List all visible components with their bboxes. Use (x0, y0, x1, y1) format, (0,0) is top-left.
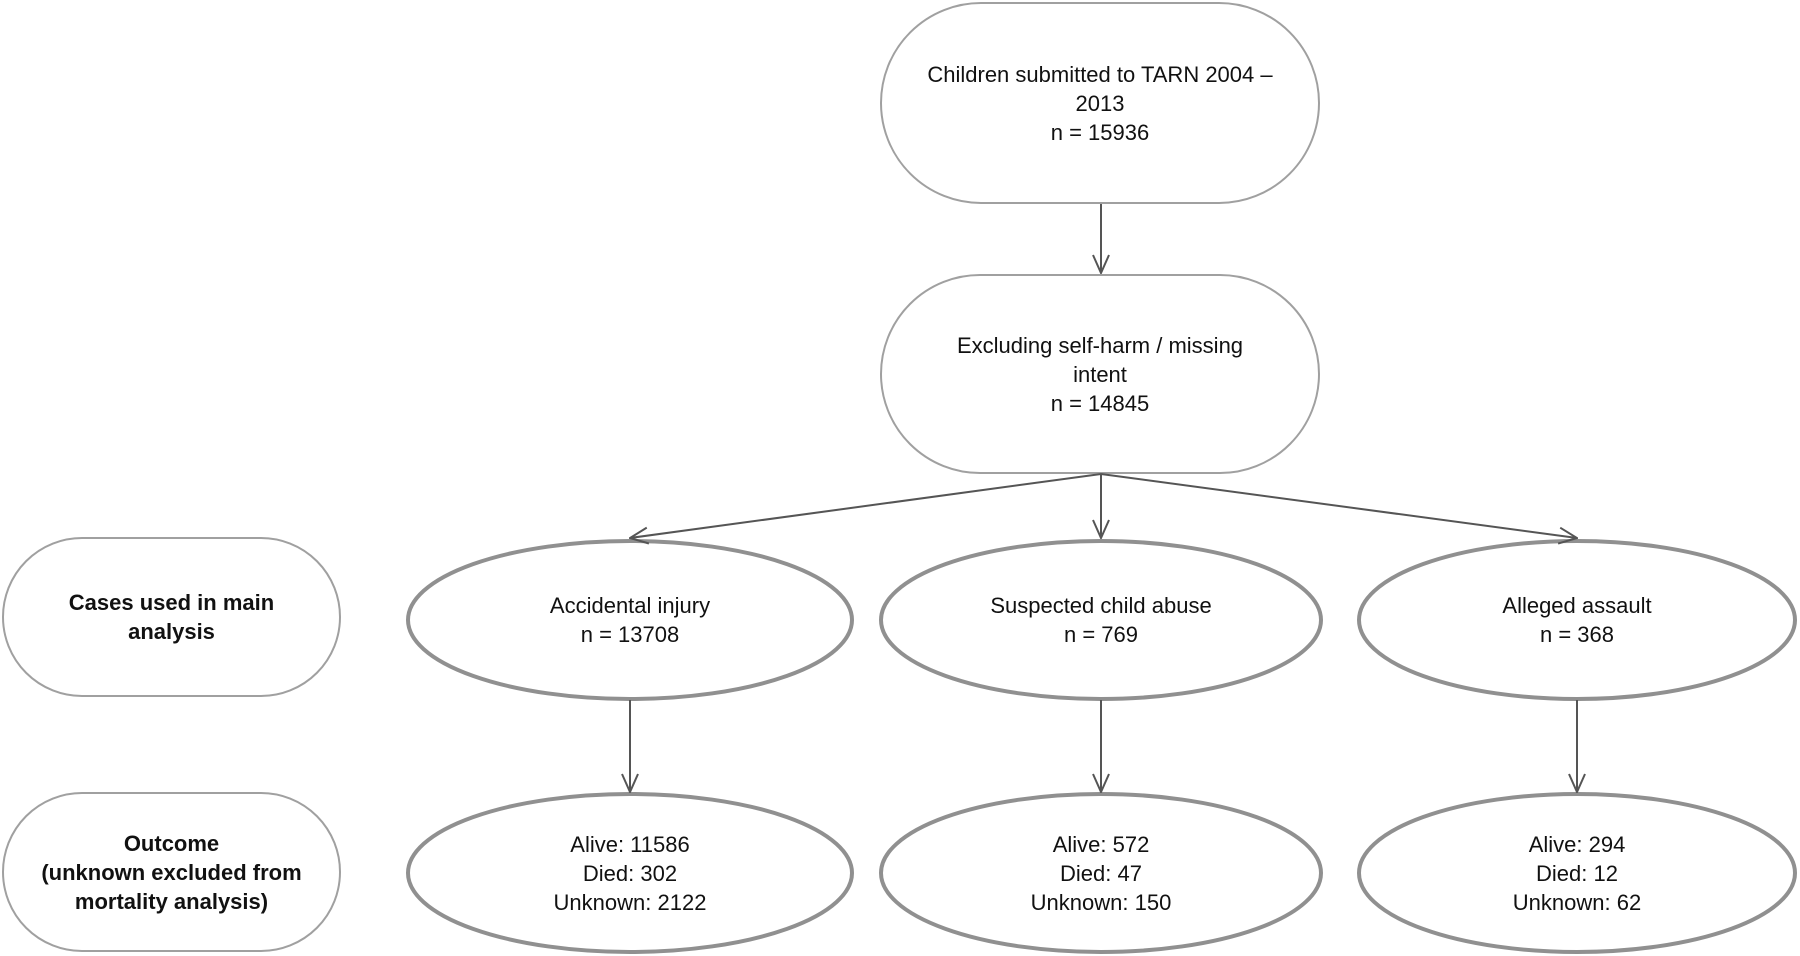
outcome-abuse-died: Died: 47 (1060, 860, 1142, 886)
row-label-outcome-line3: mortality analysis) (74, 888, 269, 914)
node-abuse-outcome-shape (879, 792, 1323, 954)
row-label-main-analysis: Cases used in main analysis (3, 538, 340, 696)
node-excluding-shape (880, 274, 1320, 474)
node-assault-outcome-shape (1357, 792, 1797, 954)
node-submitted-count: n = 15936 (1050, 119, 1150, 145)
node-accidental: Accidental injury n = 13708 (408, 541, 852, 699)
row-label-outcome-shape (2, 792, 341, 952)
node-abuse: Suspected child abuse n = 769 (881, 541, 1321, 699)
node-assault-outcome: Alive: 294 Died: 12 Unknown: 62 (1359, 794, 1795, 952)
node-abuse-outcome: Alive: 572 Died: 47 Unknown: 150 (881, 794, 1321, 952)
node-assault-count: n = 368 (1539, 622, 1614, 647)
outcome-assault-died: Died: 12 (1536, 860, 1618, 886)
node-submitted-line2: 2013 (1075, 90, 1125, 116)
outcome-assault-alive: Alive: 294 (1528, 831, 1626, 857)
row-label-main-analysis-line2: analysis (128, 619, 215, 644)
node-accidental-outcome-shape (406, 792, 854, 954)
node-excluding: Excluding self-harm / missing intent n =… (881, 275, 1319, 473)
node-abuse-shape (879, 539, 1323, 701)
outcome-accidental-unknown: Unknown: 2122 (553, 889, 707, 915)
outcome-accidental-died: Died: 302 (582, 860, 678, 886)
node-accidental-count: n = 13708 (580, 622, 680, 647)
row-label-main-analysis-line1: Cases used in main (68, 590, 275, 615)
row-label-main-analysis-shape (2, 537, 341, 697)
node-excluding-count: n = 14845 (1050, 390, 1150, 416)
arrow-excluding-to-accidental (630, 473, 1102, 538)
node-abuse-count: n = 769 (1063, 622, 1138, 647)
node-assault: Alleged assault n = 368 (1359, 541, 1795, 699)
node-accidental-label: Accidental injury (549, 593, 711, 618)
node-assault-label: Alleged assault (1502, 593, 1652, 618)
outcome-abuse-alive: Alive: 572 (1052, 831, 1150, 857)
node-submitted-shape (880, 2, 1320, 204)
row-label-outcome-line2: (unknown excluded from (41, 859, 302, 885)
node-accidental-outcome: Alive: 11586 Died: 302 Unknown: 2122 (408, 794, 852, 952)
node-submitted-line1: Children submitted to TARN 2004 – (927, 61, 1273, 87)
node-abuse-label: Suspected child abuse (990, 593, 1212, 618)
row-label-outcome: Outcome (unknown excluded from mortality… (3, 793, 340, 951)
arrow-excluding-to-assault (1100, 473, 1577, 538)
row-label-outcome-line1: Outcome (123, 830, 220, 856)
outcome-assault-unknown: Unknown: 62 (1512, 889, 1642, 915)
outcome-accidental-alive: Alive: 11586 (570, 831, 690, 857)
outcome-abuse-unknown: Unknown: 150 (1030, 889, 1172, 915)
node-excluding-line2: intent (1073, 361, 1127, 387)
node-submitted: Children submitted to TARN 2004 – 2013 n… (881, 3, 1319, 203)
node-excluding-line1: Excluding self-harm / missing (956, 332, 1244, 358)
